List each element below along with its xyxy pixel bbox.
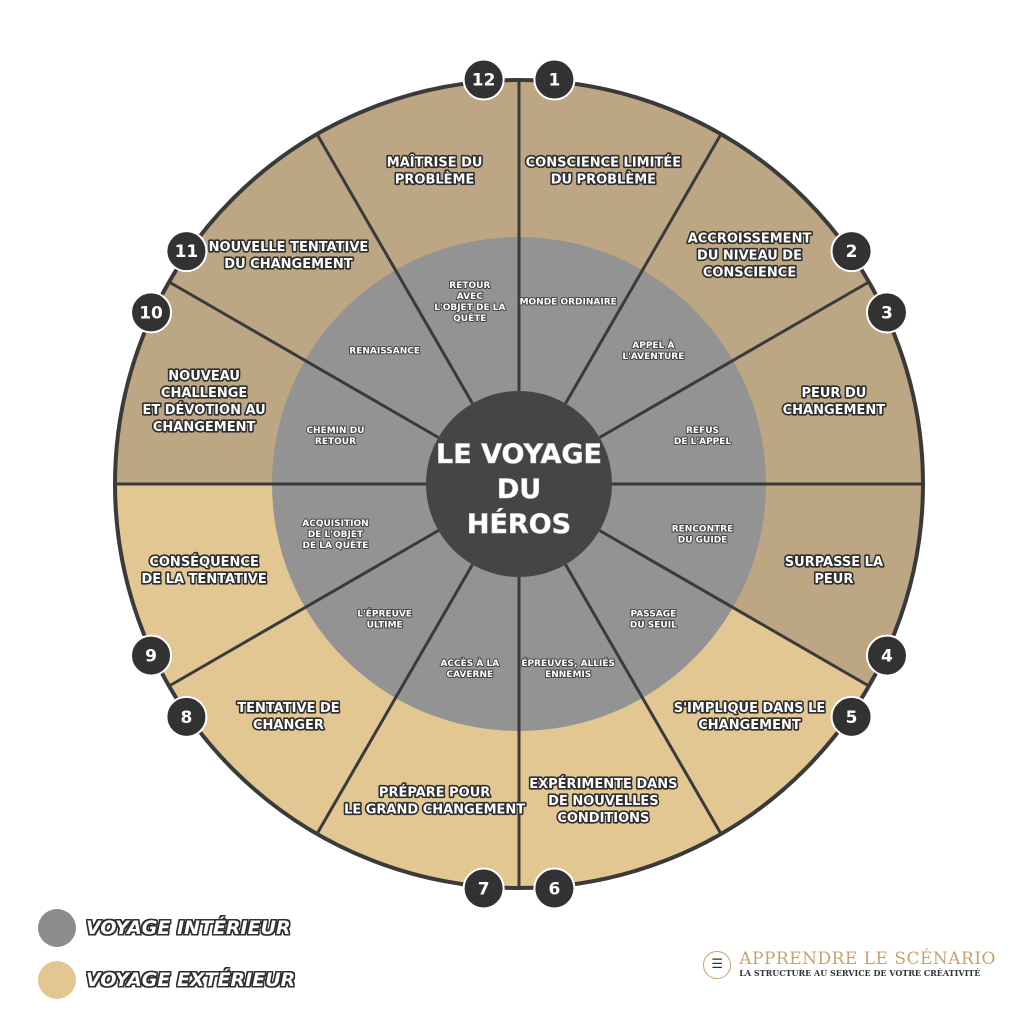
number-disc <box>130 634 173 677</box>
legend-swatch-outer <box>38 961 76 999</box>
stage-number: 4 <box>881 647 893 667</box>
number-disc <box>830 695 873 738</box>
stage-number: 7 <box>478 879 490 899</box>
stage-number-badge-6: 6 <box>533 867 576 910</box>
stage-number-badge-1: 1 <box>533 58 576 101</box>
sector-divider <box>598 529 870 688</box>
number-disc <box>865 634 908 677</box>
stage-number: 2 <box>846 242 858 262</box>
sector-divider <box>168 280 440 439</box>
legend-item-outer: VOYAGE EXTÉRIEUR <box>38 958 295 1002</box>
stage-number-badge-11: 11 <box>165 230 208 273</box>
stage-number: 8 <box>181 708 193 728</box>
stage-number-badge-8: 8 <box>165 695 208 738</box>
stage-number-badge-7: 7 <box>462 867 505 910</box>
inner-label-1: MONDE ORDINAIRE <box>520 297 617 307</box>
stage-number-badge-4: 4 <box>865 634 908 677</box>
stage-number: 1 <box>548 71 560 91</box>
sector-divider <box>564 133 723 405</box>
stage-number: 12 <box>472 71 496 91</box>
brand-tagline: LA STRUCTURE AU SERVICE DE VOTRE CRÉATIV… <box>739 968 981 978</box>
stage-number: 3 <box>881 303 893 323</box>
stage-number-badge-3: 3 <box>865 291 908 334</box>
stage-number-badge-10: 10 <box>130 291 173 334</box>
sector-divider <box>315 133 474 405</box>
stage-number: 5 <box>846 708 858 728</box>
stage-number-badge-12: 12 <box>462 58 505 101</box>
stage-number-badge-9: 9 <box>130 634 173 677</box>
brand-text: APPRENDRE LE SCÉNARIO LA STRUCTURE AU SE… <box>739 950 996 979</box>
book-icon: ☰ <box>703 950 732 979</box>
sector-divider <box>315 563 474 835</box>
number-disc <box>533 58 576 101</box>
stage-number-badge-2: 2 <box>830 230 873 273</box>
number-disc <box>865 291 908 334</box>
stage-number: 6 <box>548 879 560 899</box>
legend-label-outer: VOYAGE EXTÉRIEUR <box>86 969 296 991</box>
sector-divider <box>168 529 440 688</box>
stage-number: 9 <box>145 647 157 667</box>
stage-number: 11 <box>175 242 199 262</box>
center-title-line-2: DU <box>497 474 541 505</box>
center-title-line-1: LE VOYAGE <box>436 439 602 470</box>
legend-label-inner: VOYAGE INTÉRIEUR <box>86 917 291 939</box>
legend: VOYAGE INTÉRIEUR VOYAGE EXTÉRIEUR <box>38 906 295 1010</box>
number-disc <box>165 230 208 273</box>
number-disc <box>533 867 576 910</box>
brand-logo: ☰ APPRENDRE LE SCÉNARIO LA STRUCTURE AU … <box>703 950 996 979</box>
sector-divider <box>564 563 723 835</box>
stage-number: 10 <box>139 303 163 323</box>
legend-swatch-inner <box>38 909 76 947</box>
number-disc <box>165 695 208 738</box>
number-disc <box>830 230 873 273</box>
legend-item-inner: VOYAGE INTÉRIEUR <box>38 906 295 950</box>
inner-label-11: RENAISSANCE <box>349 346 420 356</box>
center-disc <box>426 391 612 577</box>
number-disc <box>130 291 173 334</box>
number-disc <box>462 867 505 910</box>
center-title-line-3: HÉROS <box>467 508 571 540</box>
sector-divider <box>598 280 870 439</box>
brand-title: APPRENDRE LE SCÉNARIO <box>739 949 996 969</box>
stage-number-badge-5: 5 <box>830 695 873 738</box>
number-disc <box>462 58 505 101</box>
